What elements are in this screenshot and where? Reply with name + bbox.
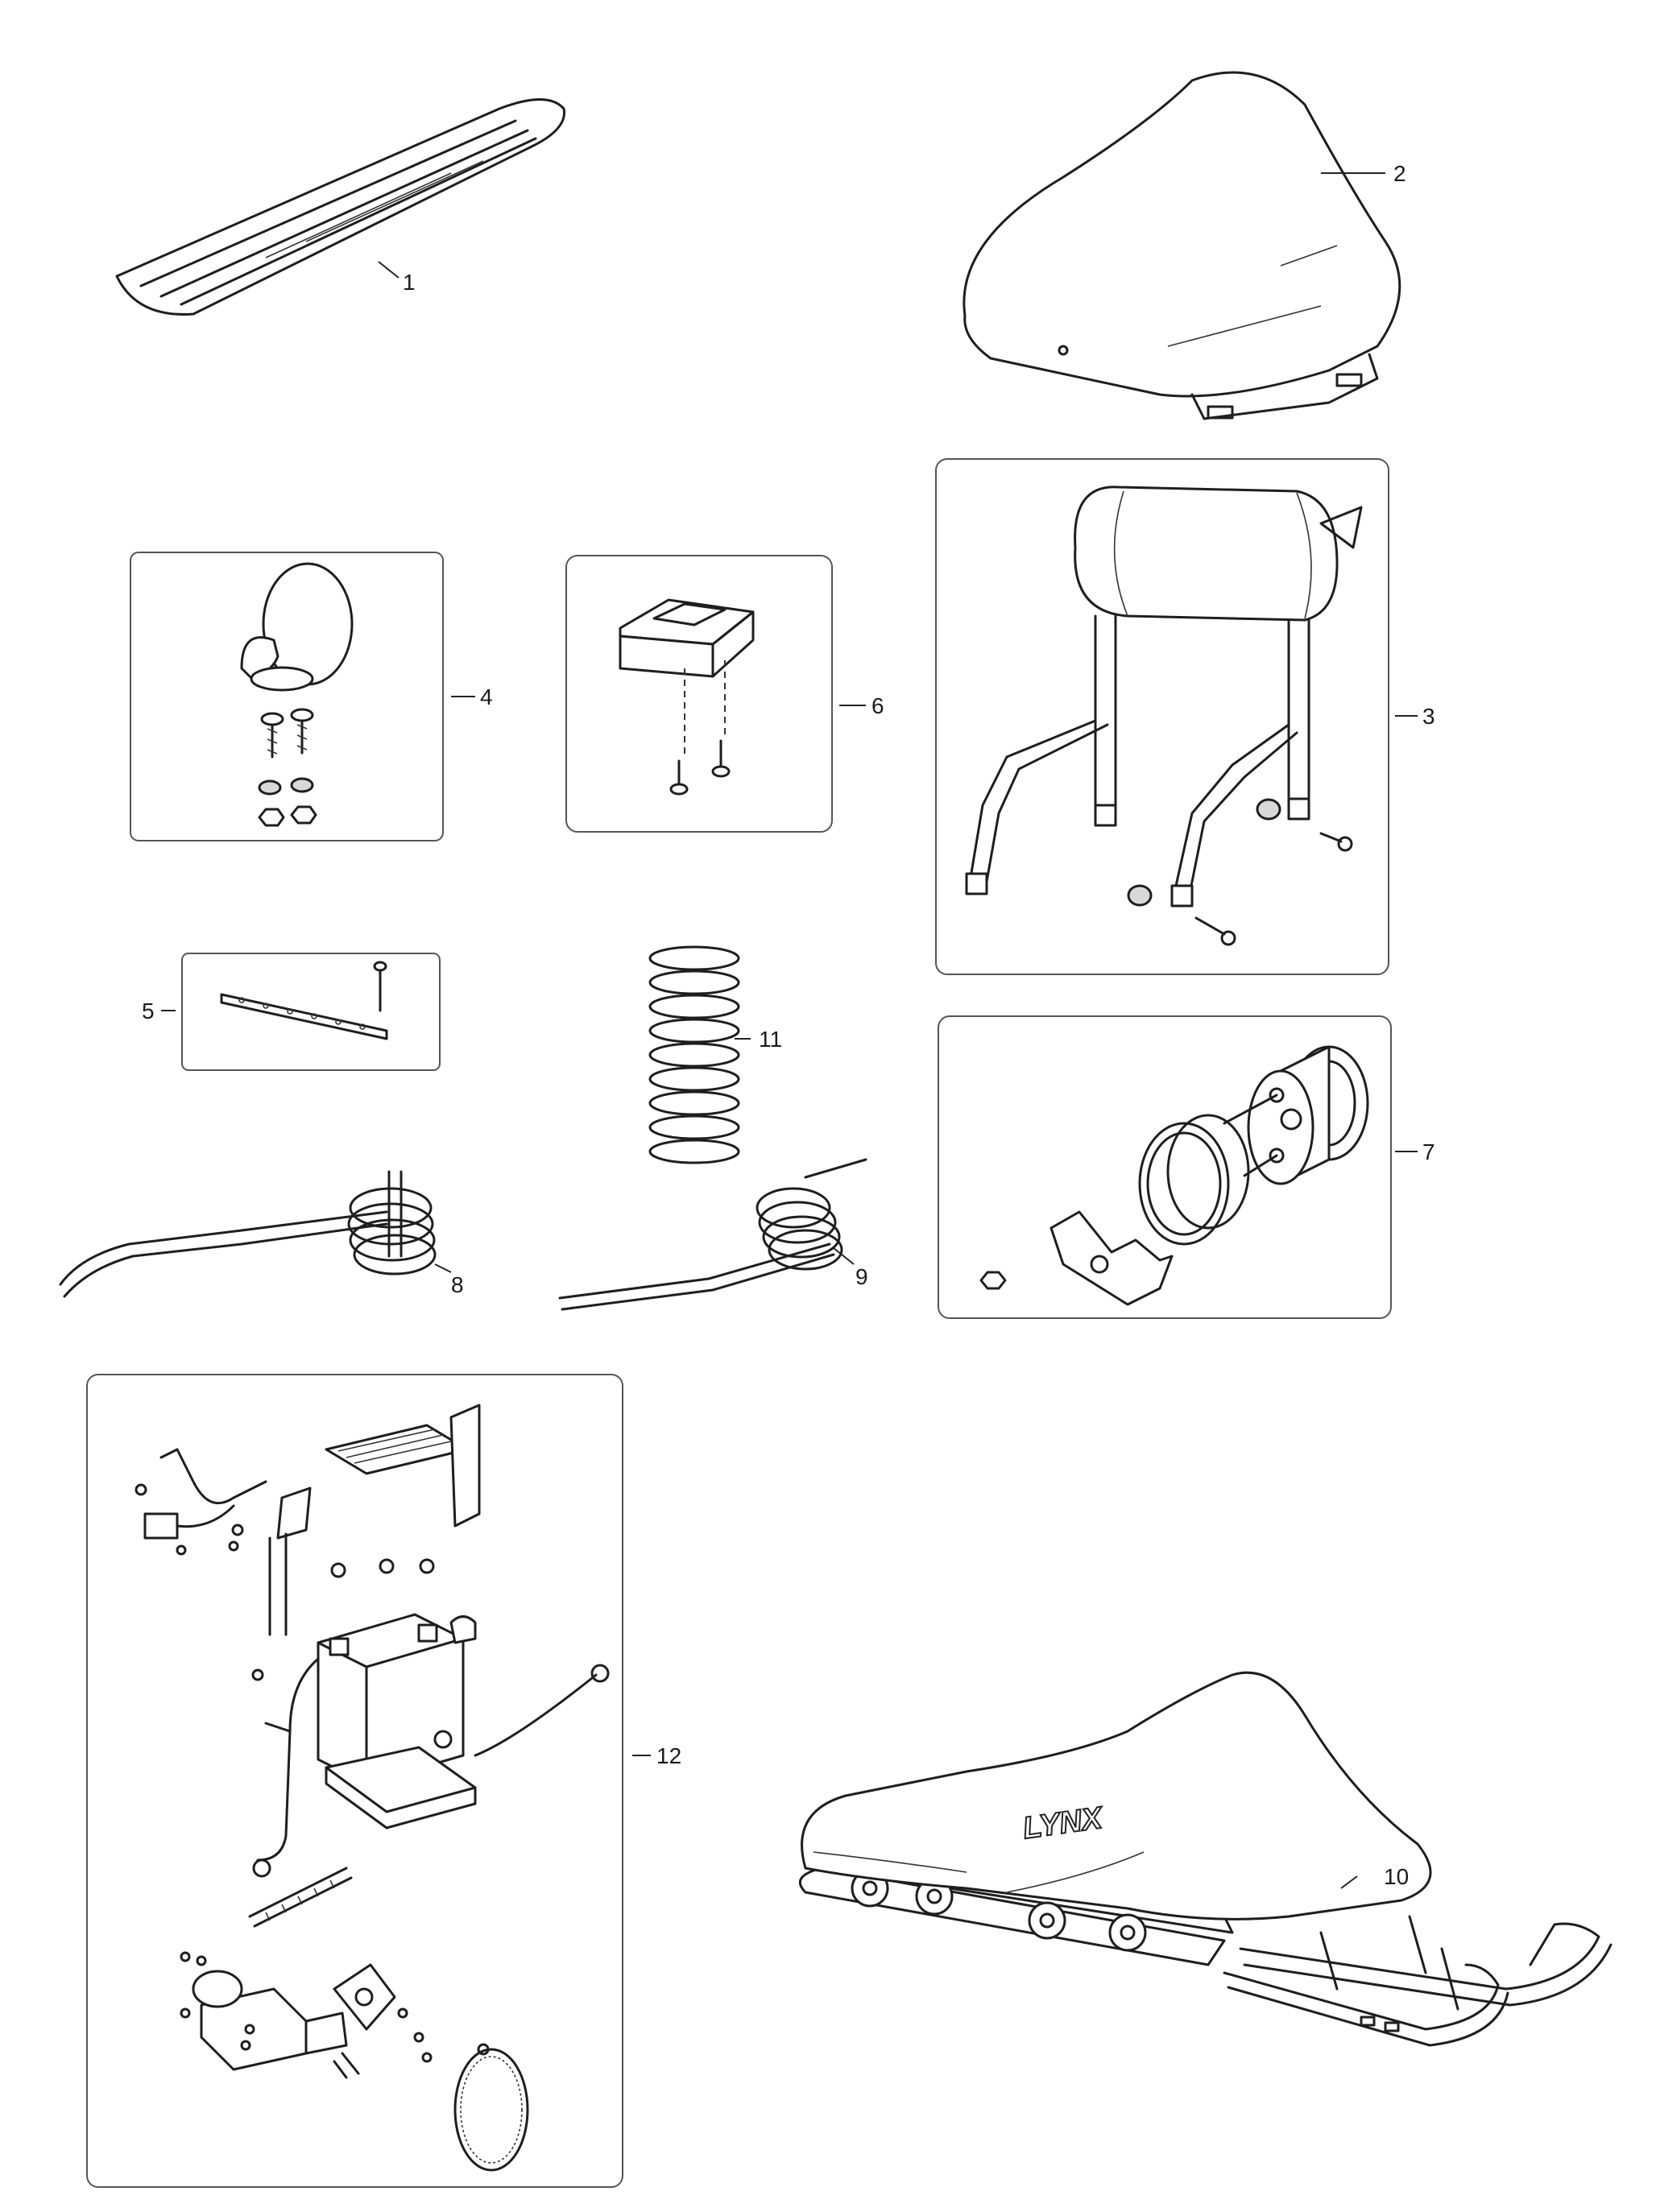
- part-3-box: [935, 458, 1389, 975]
- part-12-box: [86, 1374, 623, 2188]
- callout-7: 7: [1422, 1139, 1435, 1164]
- spring-part-11[interactable]: [648, 945, 740, 1164]
- snowmobile-cover-part-10[interactable]: LYNX: [798, 1671, 1613, 2047]
- seat-part-2[interactable]: [963, 71, 1401, 420]
- callout-6: 6: [871, 693, 884, 718]
- callout-9: 9: [855, 1264, 868, 1289]
- electric-start-kit-part-12[interactable]: [135, 1404, 610, 2172]
- callout-4: 4: [480, 684, 493, 709]
- callout-12: 12: [656, 1743, 681, 1768]
- part-5-box: [181, 953, 441, 1071]
- part-4-box: [130, 552, 444, 841]
- ski-part-1[interactable]: [115, 98, 565, 316]
- callout-5: 5: [142, 999, 155, 1023]
- torsion-spring-part-8[interactable]: [59, 1170, 437, 1298]
- callout-3: 3: [1422, 704, 1435, 729]
- callout-10: 10: [1384, 1864, 1409, 1889]
- plate-part-6[interactable]: [619, 598, 755, 796]
- part-6-box: [565, 555, 833, 833]
- callout-2: 2: [1393, 161, 1406, 186]
- torsion-spring-part-9[interactable]: [558, 1158, 867, 1311]
- callout-8: 8: [451, 1272, 464, 1297]
- gauge-part-7[interactable]: [979, 1045, 1369, 1306]
- callout-11: 11: [759, 1027, 782, 1052]
- mirror-part-4[interactable]: [240, 562, 354, 827]
- part-7-box: [938, 1015, 1392, 1319]
- callout-1: 1: [403, 270, 416, 295]
- strip-part-5[interactable]: [220, 961, 388, 1040]
- backrest-part-3[interactable]: [965, 486, 1363, 946]
